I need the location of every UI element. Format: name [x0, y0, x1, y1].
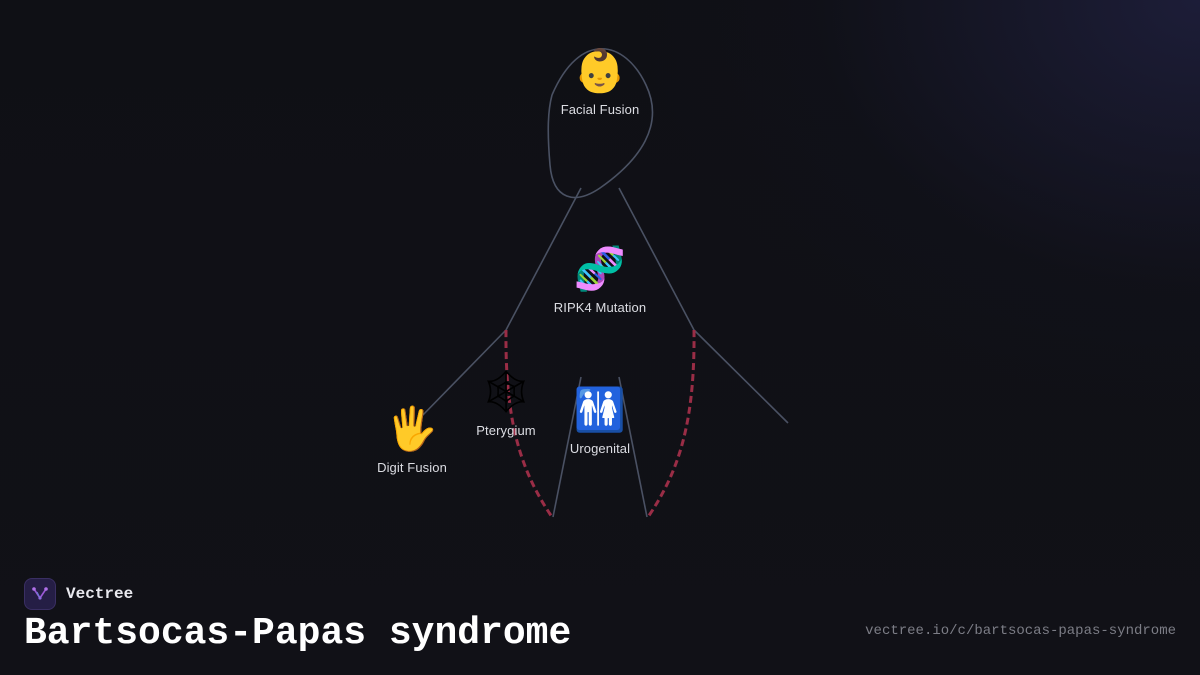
vectree-logo-icon [24, 578, 56, 610]
edge-dashed-left [504, 329, 554, 518]
page-url[interactable]: vectree.io/c/bartsocas-papas-syndrome [865, 623, 1176, 639]
spider-web-icon: 🕸 [479, 367, 533, 416]
node-label-ripk4-mutation: RIPK4 Mutation [553, 300, 647, 315]
node-label-digit-fusion: Digit Fusion [377, 460, 447, 475]
brand-name: Vectree [66, 585, 134, 603]
edge-urogenital-right [618, 376, 648, 518]
edge-right-outer [693, 329, 789, 424]
baby-icon: 👶 [573, 46, 627, 95]
node-label-facial-fusion: Facial Fusion [560, 102, 640, 117]
dna-icon: 🧬 [573, 244, 627, 293]
node-label-urogenital: Urogenital [569, 441, 631, 456]
edge-to-digit [419, 329, 507, 419]
edge-facial-left [505, 187, 582, 331]
node-urogenital[interactable]: 🚻 Urogenital [540, 385, 660, 456]
edge-dashed-right [646, 329, 696, 518]
brand[interactable]: Vectree [24, 577, 133, 611]
node-ripk4-mutation[interactable]: 🧬 RIPK4 Mutation [540, 244, 660, 315]
edge-facial-right [618, 187, 695, 331]
node-pterygium[interactable]: 🕸 Pterygium [446, 367, 566, 438]
edge-facial-loop [547, 48, 654, 199]
node-digit-fusion[interactable]: 🖐 Digit Fusion [352, 404, 472, 475]
edge-urogenital-left [552, 376, 582, 518]
page-title: Bartsocas-Papas syndrome [24, 612, 572, 655]
node-label-pterygium: Pterygium [476, 423, 536, 438]
node-facial-fusion[interactable]: 👶 Facial Fusion [540, 46, 660, 117]
restroom-icon: 🚻 [573, 385, 627, 434]
raised-hand-icon: 🖐 [385, 404, 439, 453]
